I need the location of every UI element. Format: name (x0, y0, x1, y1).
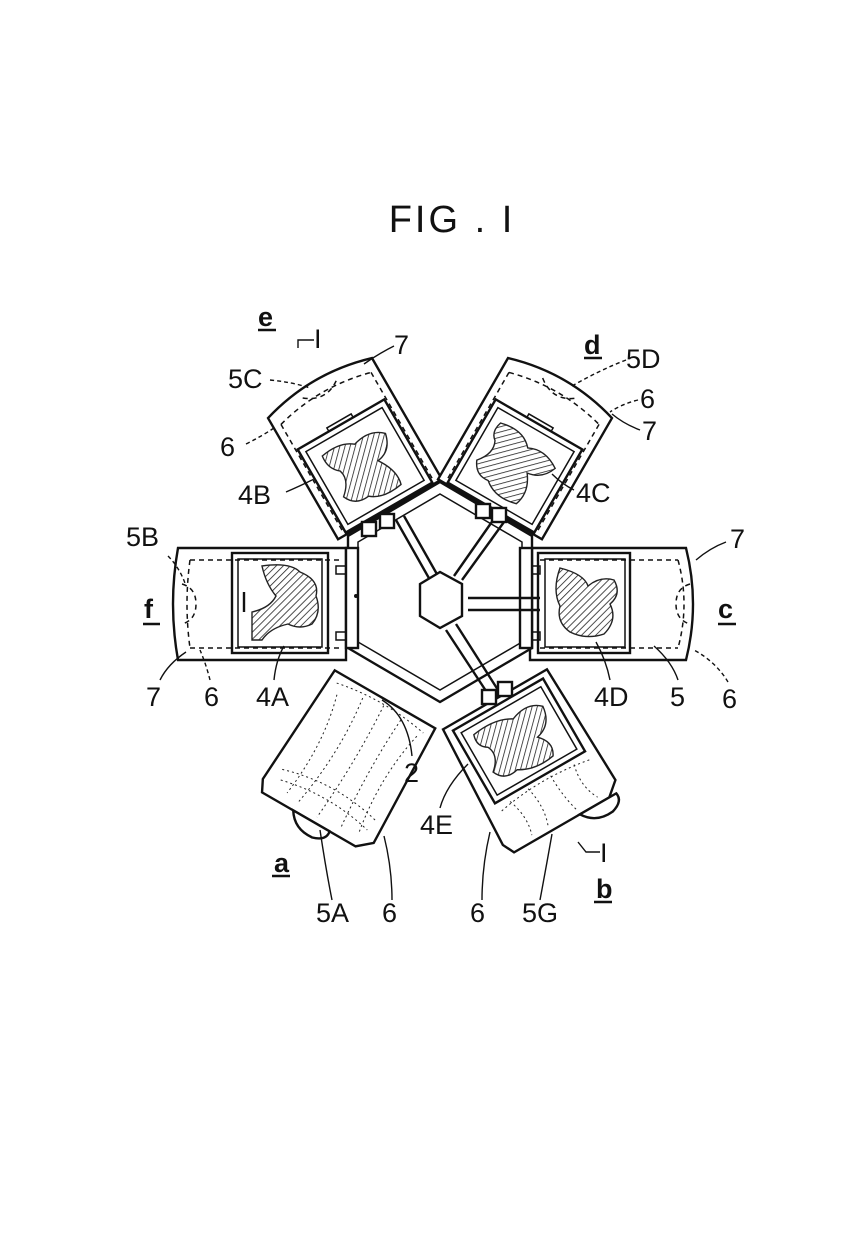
label-6-right: 6 (722, 684, 737, 714)
label-5B: 5B (126, 522, 159, 552)
label-6-bottom-b: 6 (470, 898, 485, 928)
label-6-bottom-a: 6 (382, 898, 397, 928)
label-4E: 4E (420, 810, 453, 840)
label-6-top-right: 6 (640, 384, 655, 414)
station-f-tray (173, 548, 346, 660)
label-2: 2 (404, 758, 419, 788)
label-7-top-left: 7 (394, 330, 409, 360)
label-4C: 4C (576, 478, 611, 508)
label-4B: 4B (238, 480, 271, 510)
label-station-e: e (258, 302, 273, 332)
label-station-f: f (144, 594, 154, 624)
label-I-top: I (314, 324, 322, 354)
figure-title: FIG . I (389, 199, 516, 241)
station-c-tray (530, 548, 693, 660)
label-station-d-top: d (584, 330, 601, 360)
label-5A: 5A (316, 898, 349, 928)
label-7-top-right: 7 (642, 416, 657, 446)
label-7-right: 7 (730, 524, 745, 554)
label-5C: 5C (228, 364, 263, 394)
label-6-left: 6 (204, 682, 219, 712)
label-station-a: a (274, 848, 290, 878)
label-5: 5 (670, 682, 685, 712)
label-6-top-left: 6 (220, 432, 235, 462)
label-7-left: 7 (146, 682, 161, 712)
label-5G: 5G (522, 898, 558, 928)
label-5D: 5D (626, 344, 661, 374)
label-station-b: b (596, 874, 613, 904)
label-station-c: c (718, 594, 733, 624)
label-I-bottom: I (600, 838, 608, 868)
label-4A: 4A (256, 682, 289, 712)
label-4D: 4D (594, 682, 629, 712)
